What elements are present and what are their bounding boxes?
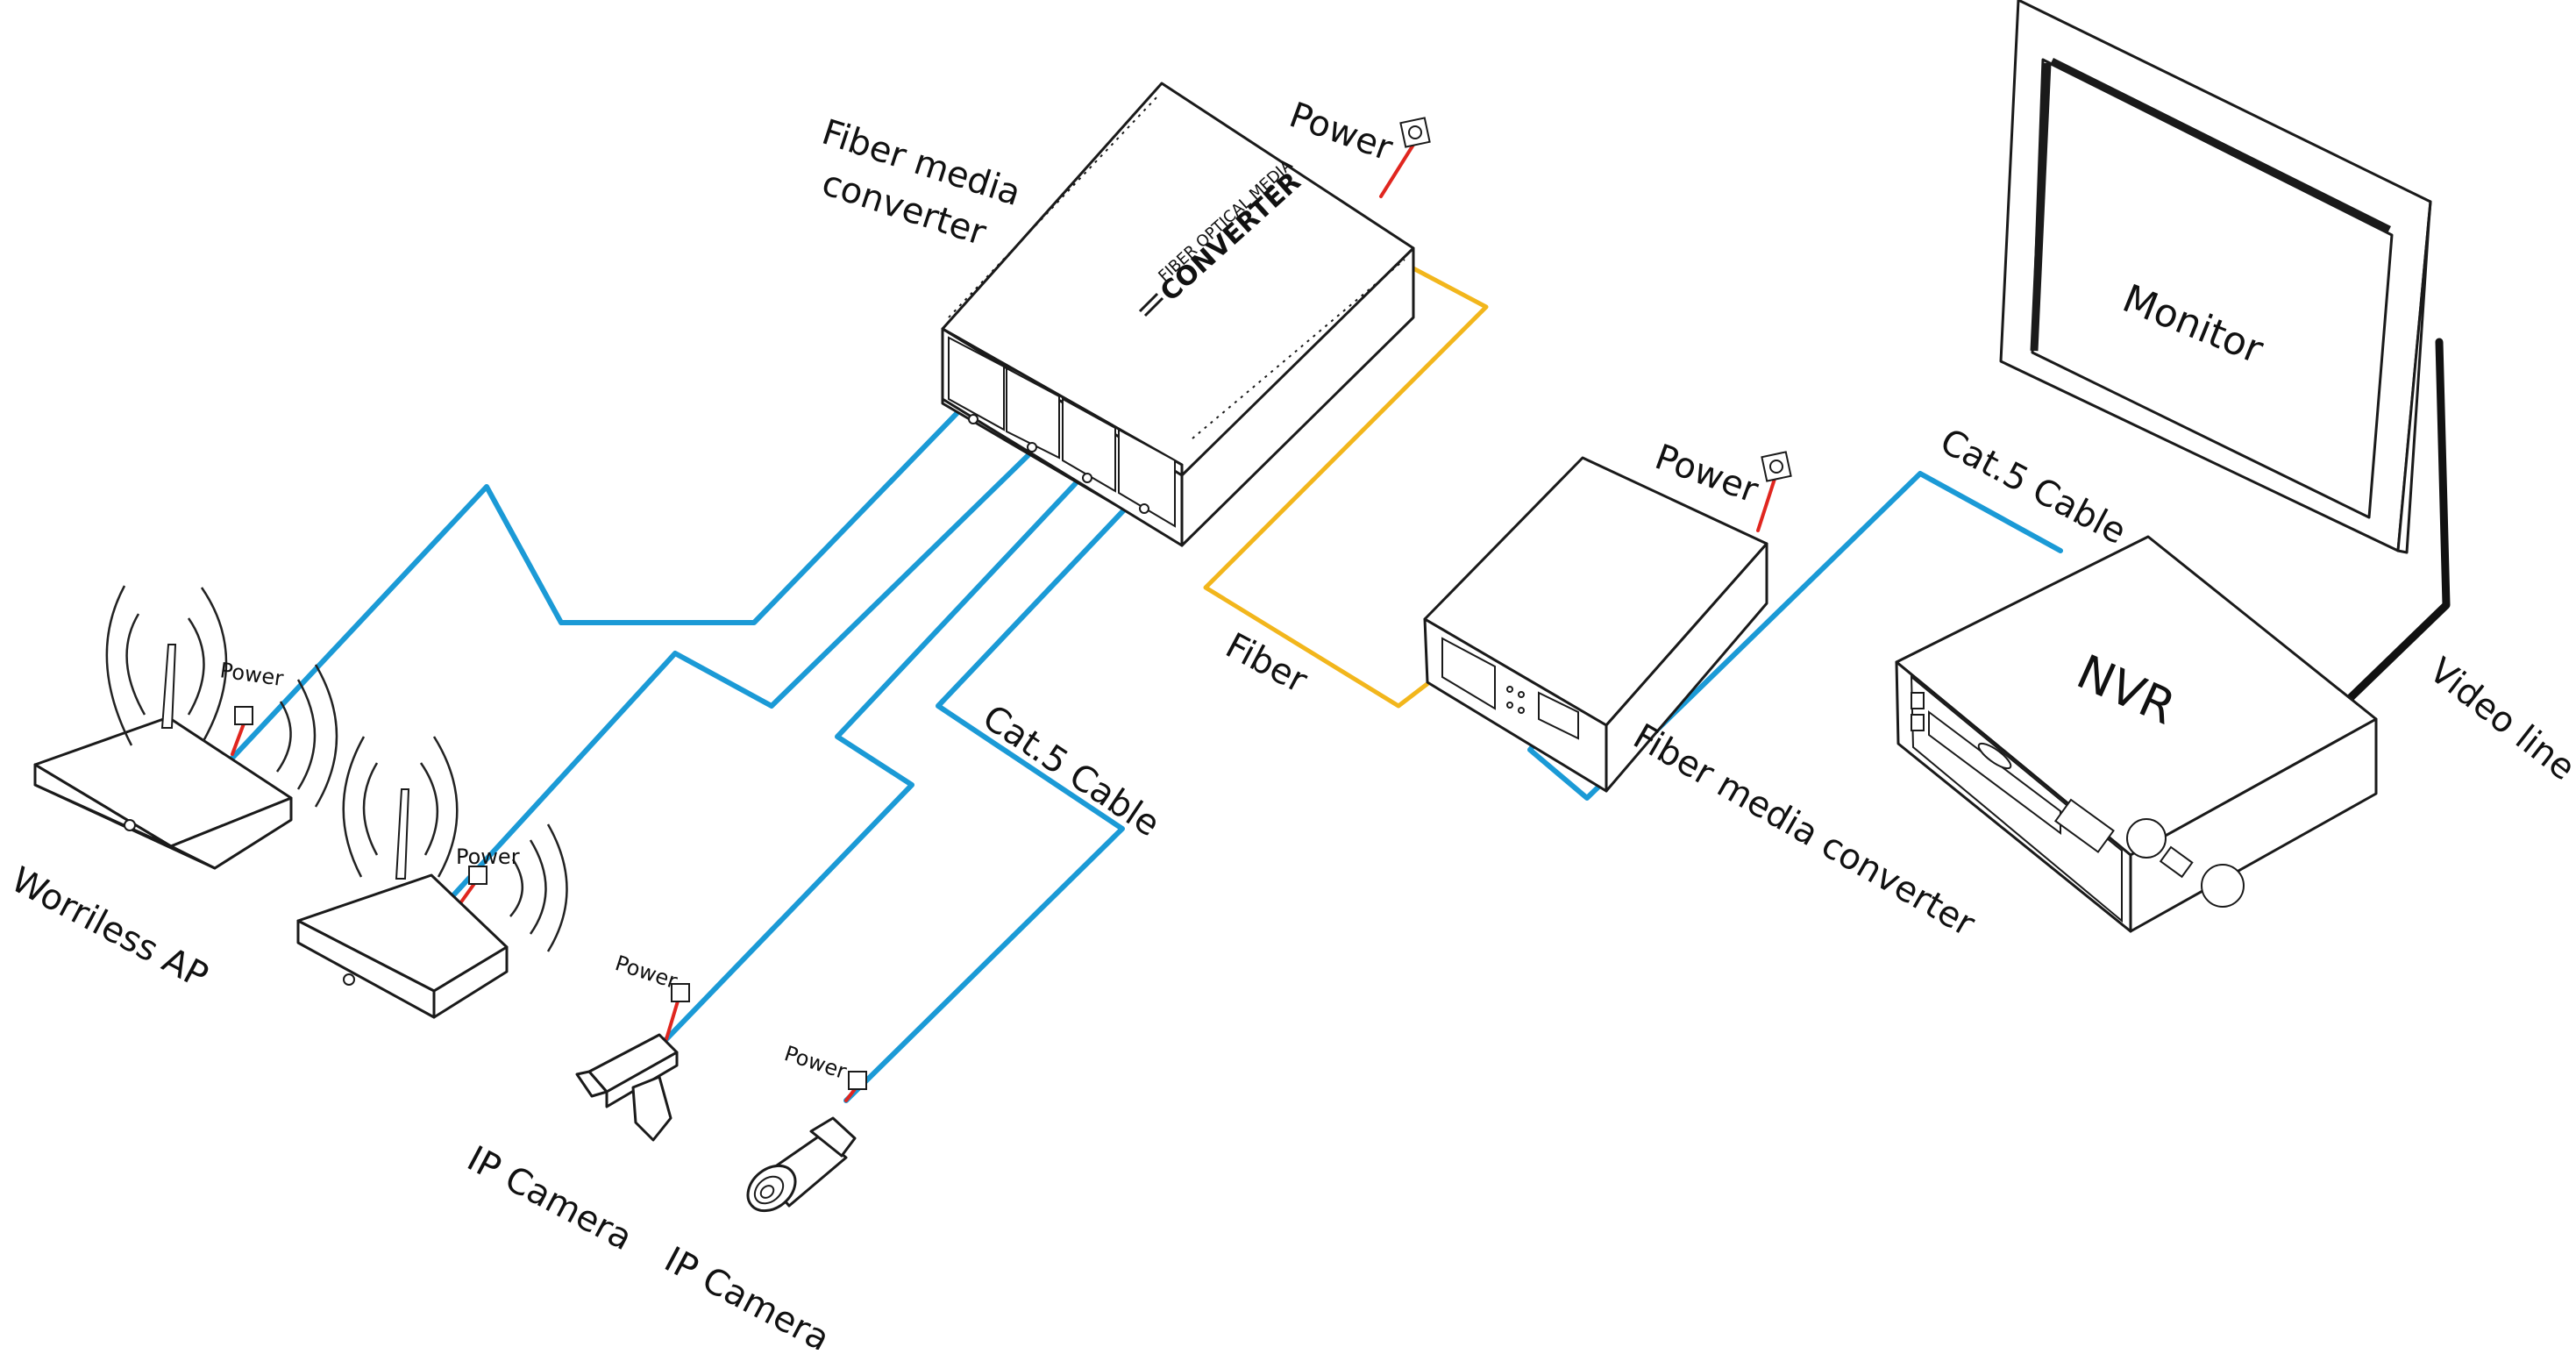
label-power-cam1: Power <box>612 951 680 994</box>
ip-camera-1 <box>575 983 690 1142</box>
wireless-ap-1 <box>33 585 338 870</box>
power-cord-cam1 <box>665 994 681 1041</box>
power-outlet-top <box>1399 117 1431 148</box>
nvr: NVR <box>1895 535 2378 933</box>
label-ip-camera-2: IP Camera <box>658 1239 836 1350</box>
cable-cam1 <box>664 467 1092 1042</box>
label-power-cam2: Power <box>781 1041 850 1084</box>
label-fiber: Fiber <box>1219 625 1313 702</box>
label-power-top: Power <box>1284 95 1398 169</box>
label-cat5-left: Cat.5 Cable <box>975 697 1167 844</box>
power-cord-top <box>1379 143 1415 198</box>
fiber-media-converter-chassis: FIBER OPTICAL MEDIA CONVERTER <box>941 82 1415 547</box>
power-outlet-icon <box>234 706 253 725</box>
fiber-cable <box>1203 265 1489 709</box>
wifi-waves-icon <box>342 736 568 952</box>
cable-ap1 <box>221 394 976 770</box>
monitor: Monitor <box>1999 0 2432 554</box>
power-outlet-icon <box>468 866 487 885</box>
fiber-media-converter-small <box>1423 456 1768 793</box>
label-ip-camera-1: IP Camera <box>460 1138 638 1258</box>
video-line-cable <box>2337 338 2451 711</box>
ip-camera-2 <box>746 1071 867 1213</box>
power-outlet-right <box>1761 451 1792 482</box>
label-wireless-ap: Worriless AP <box>4 859 214 996</box>
power-outlet-icon <box>671 983 690 1002</box>
wireless-ap-2 <box>296 736 568 1019</box>
power-outlet-icon <box>848 1071 867 1090</box>
label-power-ap2: Power <box>456 844 520 869</box>
power-cord-right <box>1756 474 1777 532</box>
wifi-waves-icon <box>105 585 338 808</box>
label-video-line: Video line <box>2422 651 2576 789</box>
cable-cam2 <box>843 481 1151 1103</box>
cable-ap2 <box>431 446 1037 919</box>
label-power-ap1: Power <box>218 658 285 691</box>
